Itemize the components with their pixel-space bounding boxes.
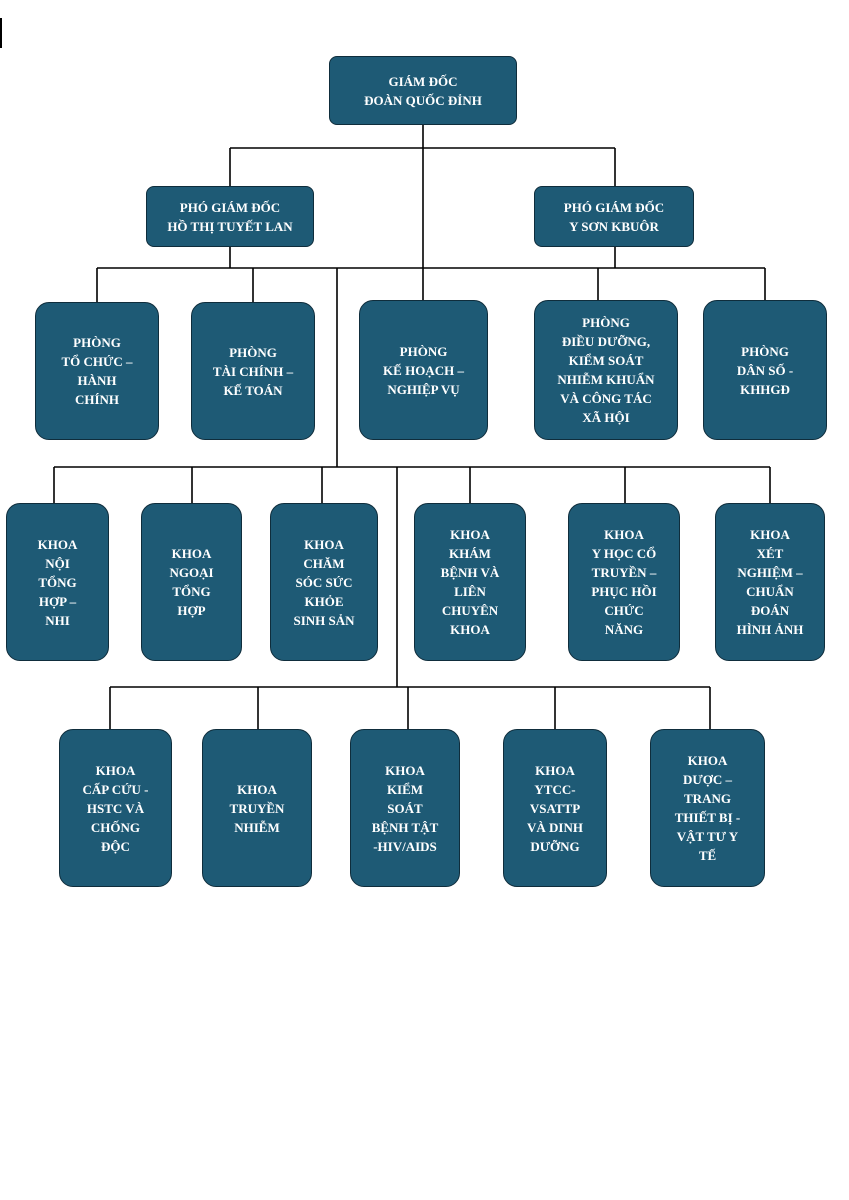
department-box: PHÒNG TỔ CHỨC – HÀNH CHÍNH [35,302,159,440]
department-box: PHÒNG ĐIỀU DƯỠNG, KIỂM SOÁT NHIỄM KHUẨN … [534,300,678,440]
clinical-department-box: KHOA KIỂM SOÁT BỆNH TẬT -HIV/AIDS [350,729,460,887]
clinical-department-box: KHOA DƯỢC – TRANG THIẾT BỊ - VẬT TƯ Y TẾ [650,729,765,887]
deputy-director-right-box: PHÓ GIÁM ĐỐC Y SƠN KBUÔR [534,186,694,247]
department-box: PHÒNG TÀI CHÍNH – KẾ TOÁN [191,302,315,440]
clinical-department-box: KHOA CẤP CỨU - HSTC VÀ CHỐNG ĐỘC [59,729,172,887]
page-edge-mark [0,18,2,48]
director-box: GIÁM ĐỐC ĐOÀN QUỐC ĐỈNH [329,56,517,125]
clinical-department-box: KHOA Y HỌC CỔ TRUYỀN – PHỤC HỒI CHỨC NĂN… [568,503,680,661]
clinical-department-box: KHOA NGOẠI TỔNG HỢP [141,503,242,661]
clinical-department-box: KHOA KHÁM BỆNH VÀ LIÊN CHUYÊN KHOA [414,503,526,661]
clinical-department-box: KHOA XÉT NGHIỆM – CHUẨN ĐOÁN HÌNH ẢNH [715,503,825,661]
department-box: PHÒNG DÂN SỐ - KHHGĐ [703,300,827,440]
deputy-director-left-box: PHÓ GIÁM ĐỐC HỒ THỊ TUYẾT LAN [146,186,314,247]
clinical-department-box: KHOA TRUYỀN NHIỄM [202,729,312,887]
clinical-department-box: KHOA YTCC- VSATTP VÀ DINH DƯỠNG [503,729,607,887]
clinical-department-box: KHOA CHĂM SÓC SỨC KHỎE SINH SẢN [270,503,378,661]
department-box: PHÒNG KẾ HOẠCH – NGHIỆP VỤ [359,300,488,440]
clinical-department-box: KHOA NỘI TỔNG HỢP – NHI [6,503,109,661]
